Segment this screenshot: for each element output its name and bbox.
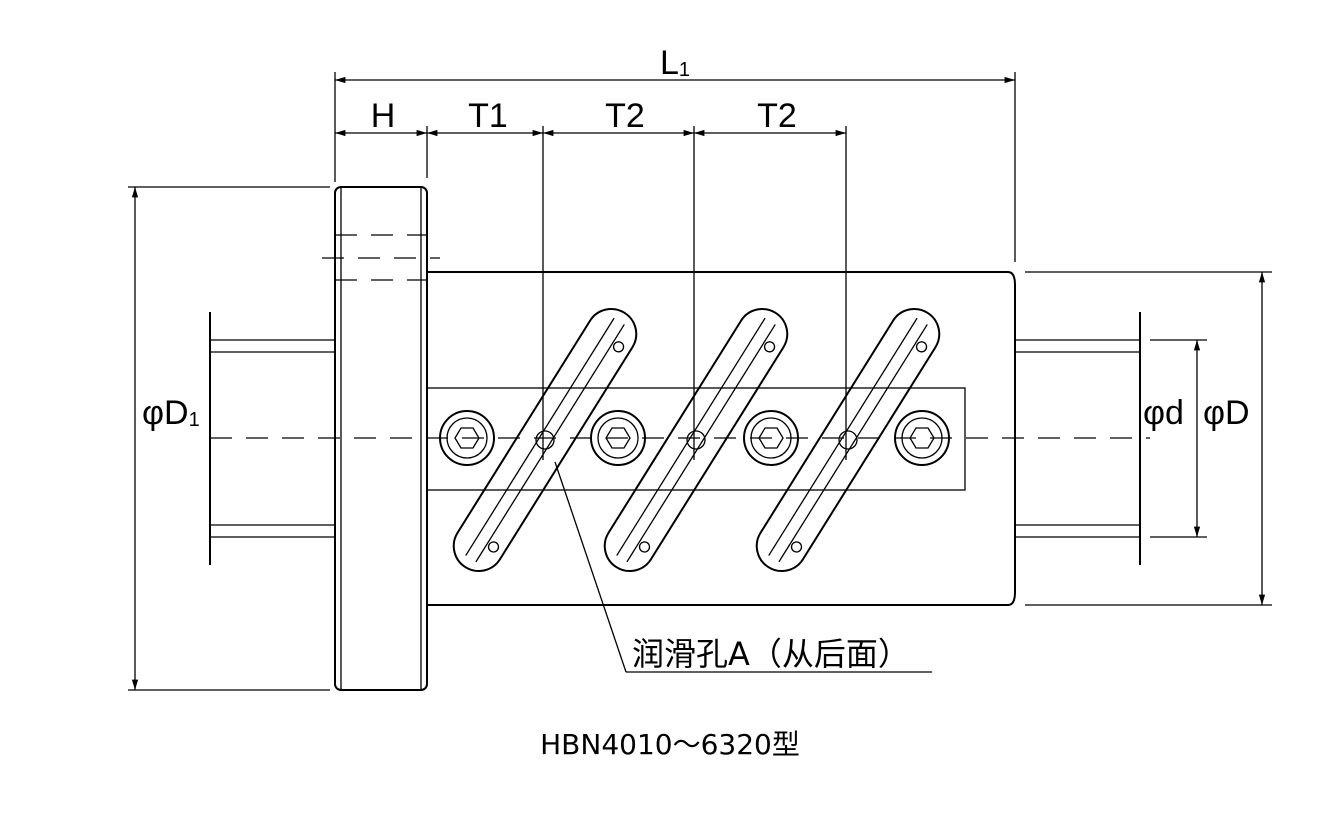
dimension-lines bbox=[131, 76, 1266, 690]
lubrication-leader bbox=[554, 461, 932, 673]
dim-label-T2: T2 bbox=[605, 97, 645, 135]
hex-bolt-icon bbox=[894, 410, 950, 466]
dim-label-D: φD bbox=[1203, 394, 1250, 432]
extension-lines bbox=[128, 72, 1272, 691]
dim-label-D1: φD1 bbox=[142, 394, 200, 432]
lubrication-hole-note: 润滑孔A（从后面） bbox=[632, 635, 910, 673]
dim-label-L1: L1 bbox=[660, 44, 690, 82]
hex-bolt-icon bbox=[590, 410, 646, 466]
hex-bolt-icon bbox=[743, 410, 799, 466]
dim-label-d: φd bbox=[1143, 394, 1184, 432]
dim-label-H: H bbox=[371, 97, 396, 135]
return-tube-3 bbox=[755, 307, 941, 573]
dim-label-T1: T1 bbox=[468, 97, 508, 135]
return-tube-2 bbox=[603, 307, 789, 573]
hex-bolt-icon bbox=[439, 410, 495, 466]
return-tube-1 bbox=[452, 307, 638, 573]
screw-shaft bbox=[209, 312, 1141, 565]
dim-label-T2: T2 bbox=[757, 97, 797, 135]
model-caption: HBN4010～6320型 bbox=[540, 728, 800, 761]
return-tubes bbox=[452, 307, 941, 573]
hex-socket-bolts bbox=[439, 410, 950, 466]
